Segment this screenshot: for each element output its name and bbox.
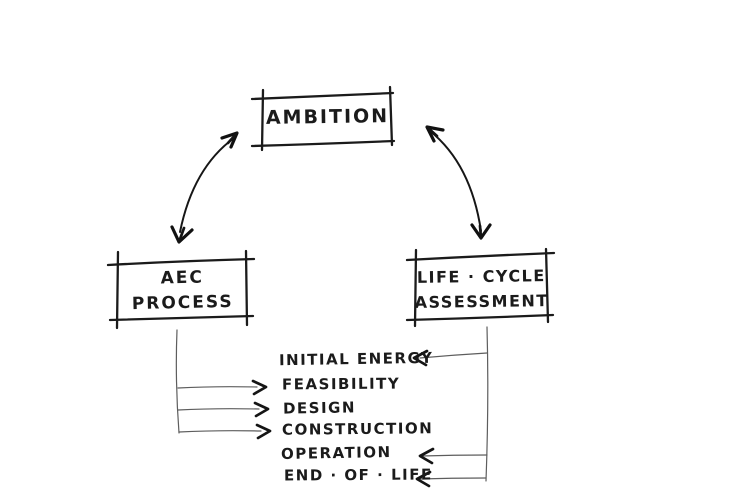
lca-box <box>405 247 556 328</box>
arrowhead-tick-4 <box>478 224 483 240</box>
aec-branch-vertical <box>175 329 180 434</box>
phase-operation: OPERATION <box>280 443 392 463</box>
aec-branch-connector <box>175 329 272 440</box>
aec-box-bottom <box>108 314 255 322</box>
arrowhead-tick-3 <box>425 125 439 138</box>
lca-box-left <box>413 248 418 328</box>
phase-construction: CONSTRUCTION <box>281 419 434 439</box>
lca-branch-connector <box>412 326 489 488</box>
ambition-box <box>250 85 396 152</box>
arrow-ambition-aec <box>170 131 239 244</box>
arrowhead-design <box>253 401 270 418</box>
arrowhead-tick-2 <box>177 226 186 244</box>
lca-branch-to-operation <box>421 454 488 457</box>
lca-branch-vertical <box>485 326 489 482</box>
aec-branch-to-feasibility <box>177 386 258 389</box>
arrowhead-end-of-life <box>415 470 432 488</box>
phase-design: DESIGN <box>282 398 357 418</box>
lca-box-bottom <box>405 313 555 322</box>
ambition-box-top <box>250 91 395 101</box>
arrowhead-operation <box>418 447 435 465</box>
arrow-ambition-lca <box>425 125 492 240</box>
aec-box-top <box>106 257 256 267</box>
ambition-text: AMBITION <box>265 105 390 129</box>
arrow-ambition-lca-line <box>429 130 482 232</box>
arrowhead-construction <box>255 423 272 440</box>
aec-branch-to-construction <box>178 430 262 433</box>
ambition-box-bottom <box>250 139 396 148</box>
arrowhead-feasibility <box>251 379 268 396</box>
lca-box-top <box>405 251 556 262</box>
lca-branch-to-initial-energy <box>419 352 488 359</box>
phase-initial-energy: INITIAL ENERGY <box>278 348 434 370</box>
aec-box-left <box>115 250 120 330</box>
aec-text-line2: PROCESS <box>131 291 234 315</box>
ambition-node-label: AMBITION <box>263 105 392 129</box>
phase-end-of-life: END · OF · LIFE <box>283 465 433 485</box>
lca-text-line1: LIFE · CYCLE <box>416 266 546 287</box>
arrowhead-initial-energy <box>412 349 429 367</box>
aec-process-node-label: AEC PROCESS <box>116 265 248 318</box>
aec-text-line1: AEC <box>160 267 205 289</box>
lca-text-line2: ASSESSMENT <box>414 291 549 312</box>
lca-box-right <box>544 247 550 324</box>
aec-box-right <box>244 249 249 327</box>
lca-node-label: LIFE · CYCLE ASSESSMENT <box>413 263 551 315</box>
lca-branch-to-end-of-life <box>418 477 487 480</box>
ambition-box-left <box>260 88 265 152</box>
arrowhead-tick-1 <box>226 131 239 145</box>
phase-feasibility: FEASIBILITY <box>281 374 401 394</box>
aec-branch-to-design <box>177 408 260 411</box>
ambition-box-right <box>388 85 394 147</box>
arrow-ambition-aec-line <box>179 137 235 233</box>
aec-process-box <box>106 249 256 330</box>
